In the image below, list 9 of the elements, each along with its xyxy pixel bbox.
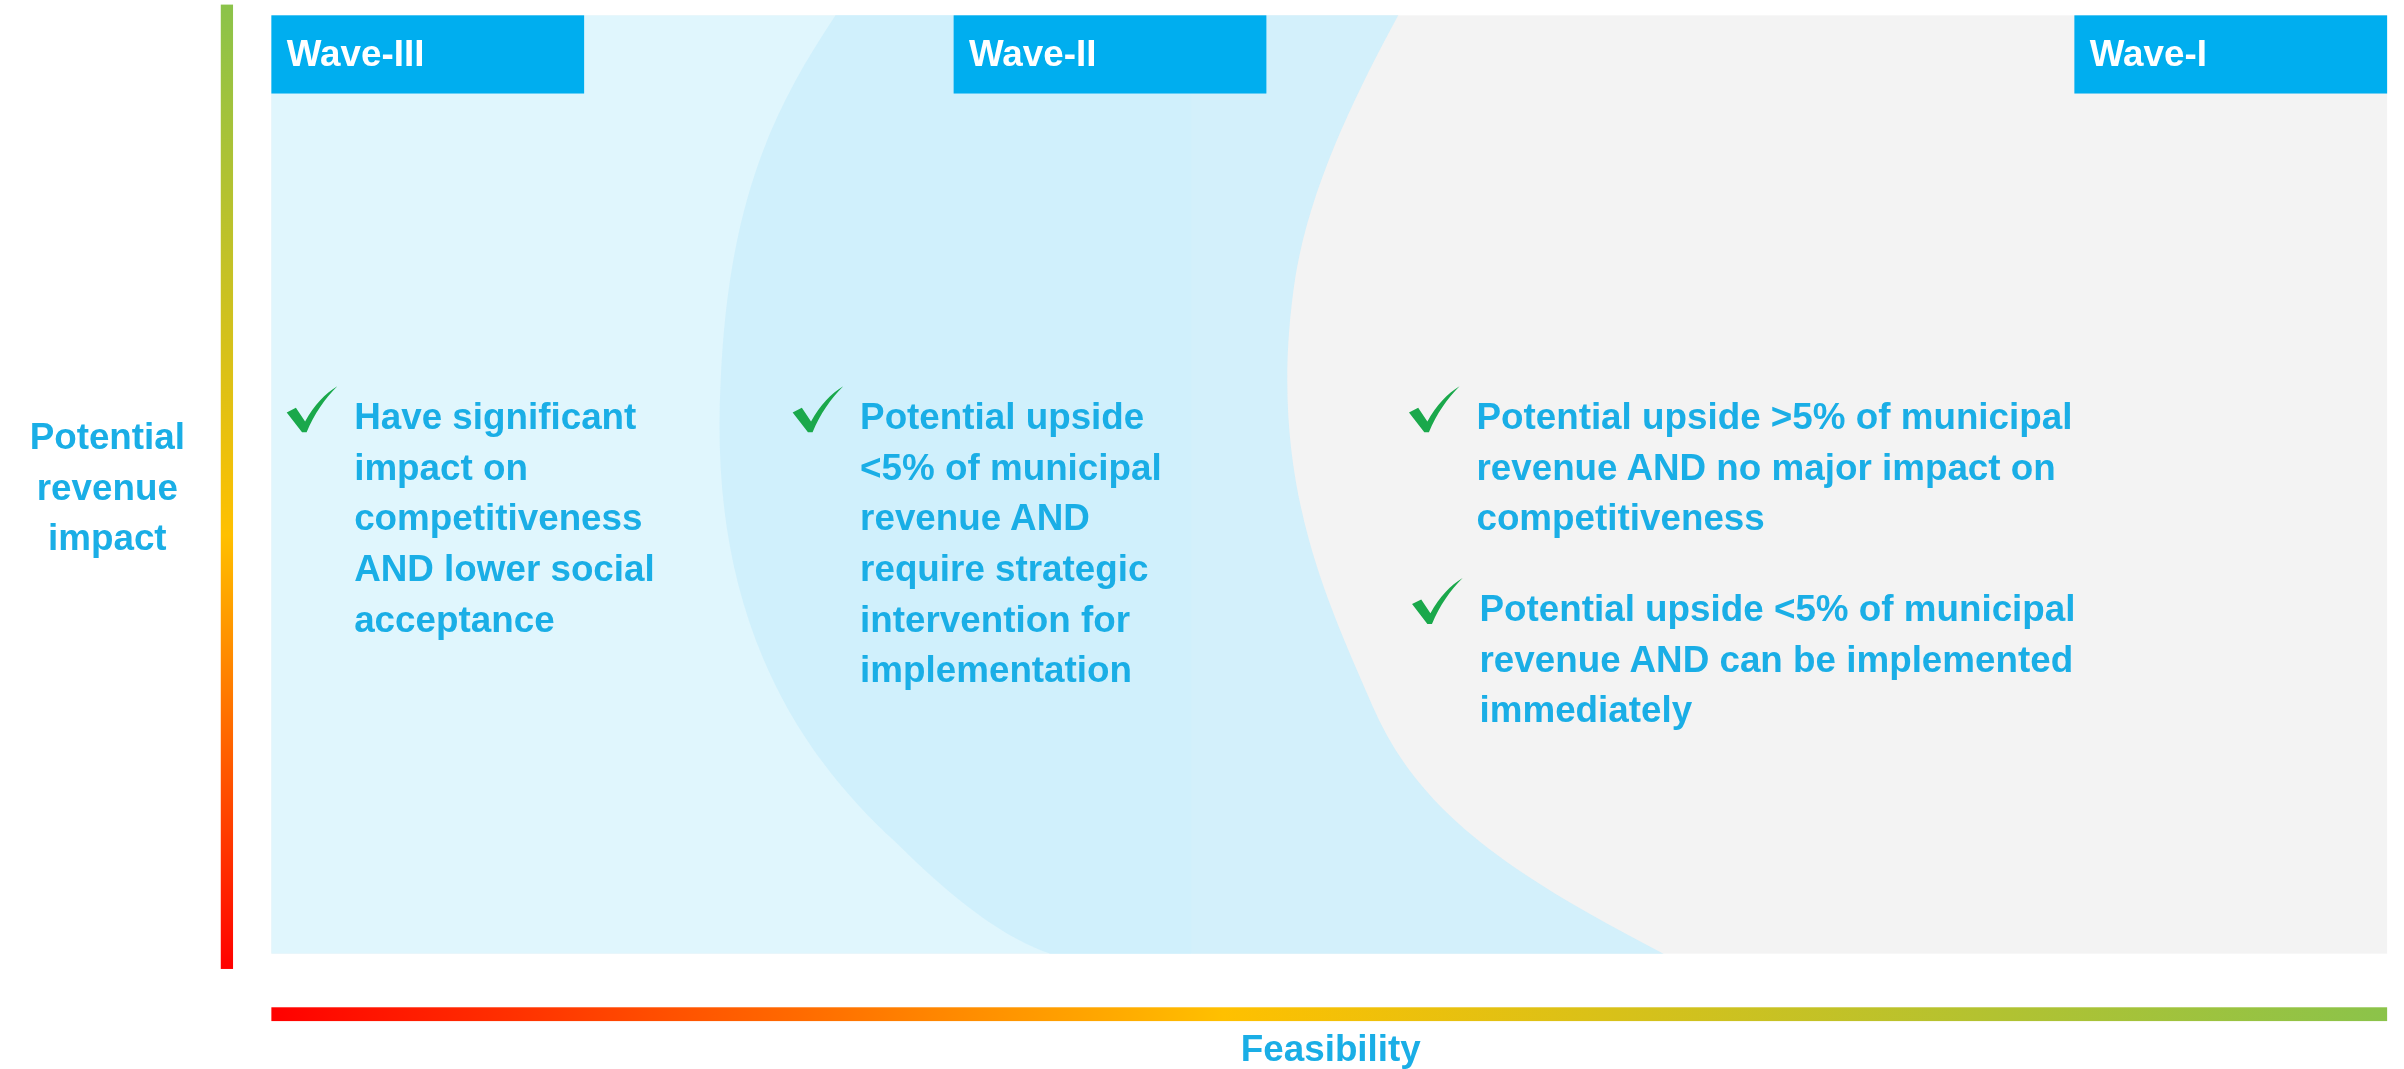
axis-label: Feasibility [1239, 1026, 1422, 1069]
bullet-text: Potential upside <5% of municipal revenue AND require strategic intervention for implementation [860, 394, 1163, 692]
bullet-text: Potential upside >5% of municipal revenue AND no major impact on competitiveness [1476, 394, 2074, 541]
bullet-text: Potential upside <5% of municipal revenue AND can be implemented immediately [1479, 586, 2077, 732]
bullet-text: Have significant impact on competitiveness AND lower social acceptance [354, 394, 656, 642]
wave-tab: Wave-II [953, 15, 1267, 94]
wave-tab: Wave-III [271, 15, 585, 94]
wave-tab: Wave-I [2074, 15, 2388, 94]
axis-label: Potential revenue impact [28, 414, 186, 561]
